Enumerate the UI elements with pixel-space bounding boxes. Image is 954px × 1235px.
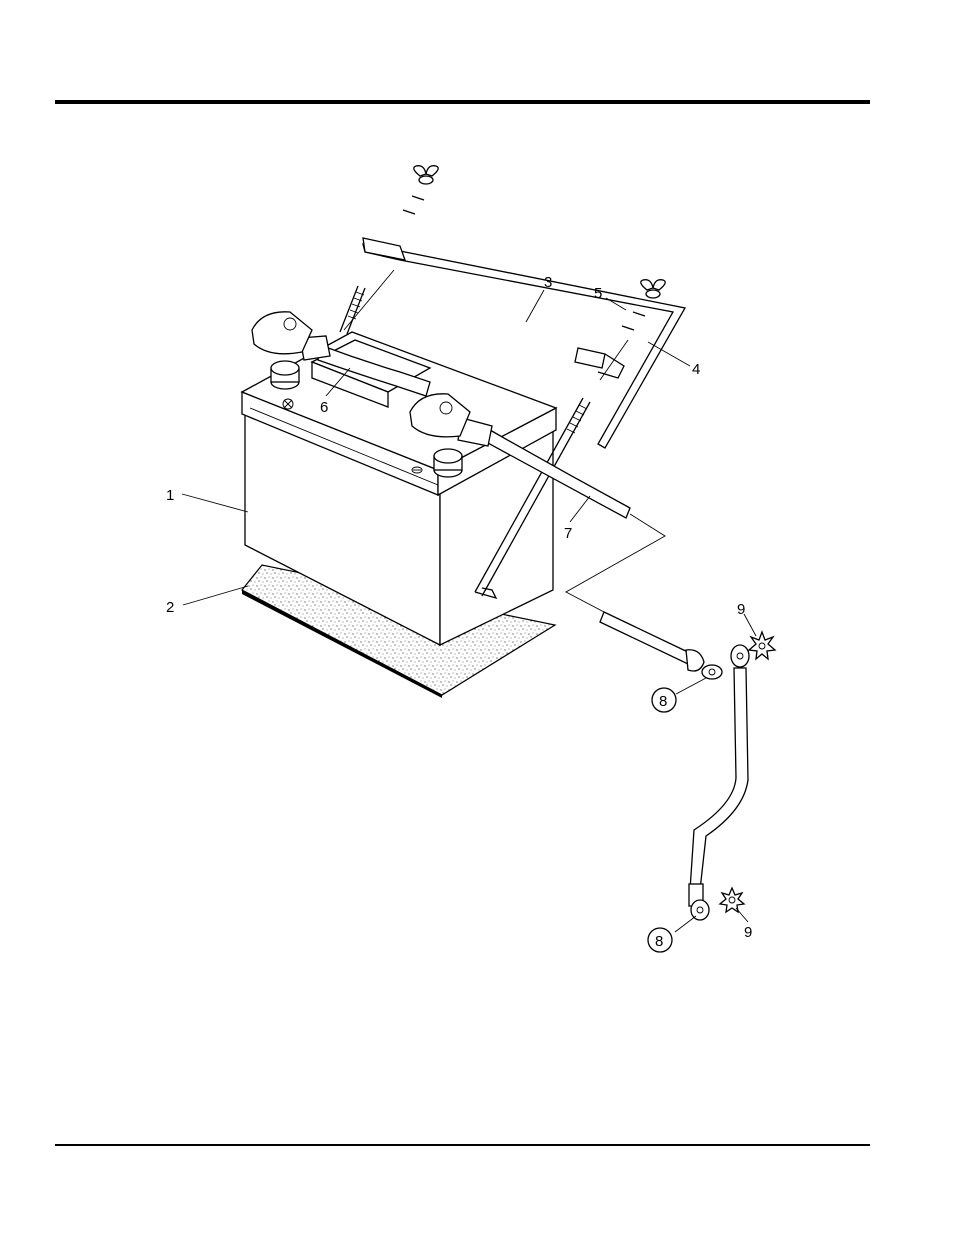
star-washer-upper bbox=[749, 632, 775, 659]
callout-9-lower: 9 bbox=[744, 924, 752, 941]
callout-8-upper: 8 bbox=[659, 693, 667, 710]
ground-strap bbox=[689, 645, 749, 920]
callout-2: 2 bbox=[166, 599, 174, 616]
break-line bbox=[566, 514, 665, 612]
callout-7: 7 bbox=[564, 525, 572, 542]
callout-4: 4 bbox=[692, 361, 700, 378]
callout-9-upper: 9 bbox=[737, 601, 745, 618]
callout-8-lower: 8 bbox=[655, 933, 663, 950]
wing-nut-left bbox=[403, 166, 438, 214]
callout-3: 3 bbox=[544, 274, 552, 291]
callout-5: 5 bbox=[594, 285, 602, 302]
star-washer-lower bbox=[720, 888, 744, 912]
positive-cable-end bbox=[600, 612, 722, 679]
callout-1: 1 bbox=[166, 487, 174, 504]
callout-6: 6 bbox=[320, 399, 328, 416]
